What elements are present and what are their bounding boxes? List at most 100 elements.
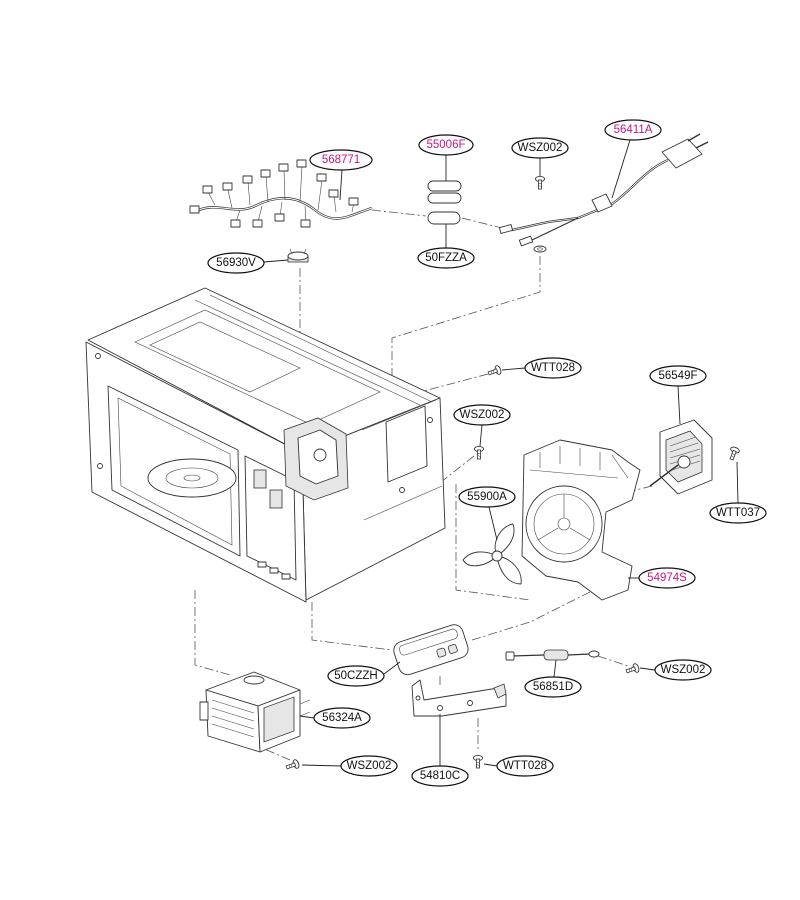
air-guide [521,439,641,601]
fan-motor [649,419,713,495]
harness-connector [252,219,263,228]
label-oval [418,134,474,156]
label-WSZ002-top: WSZ002 [511,137,569,159]
label-oval [524,357,582,379]
label-oval [511,137,569,159]
fuse-tube [427,192,462,204]
label-text: WSZ002 [661,664,706,676]
power-cord [498,133,709,253]
label-oval [327,665,385,687]
label-text: 50FZZA [425,252,467,264]
label-oval [309,149,373,171]
leader-WTT037 [736,461,739,504]
capacitor-top [399,628,458,656]
plug-body [661,138,703,169]
label-oval [638,567,696,589]
label-56324A: 56324A [313,707,371,729]
fan-blade-wing [462,551,498,567]
bracket-hole [467,700,473,706]
fan-blade-wing [494,523,515,557]
hv-capacitor [393,624,469,676]
assembly-line-harness-fuse [371,209,427,217]
label-568771: 568771 [309,149,373,171]
harness-connector [202,185,213,194]
fuse-tube [427,180,462,192]
harness-branches [207,165,355,223]
label-oval [207,252,265,274]
bracket-plate [411,679,507,717]
label-oval [340,755,398,777]
thermostat [287,248,309,263]
vent-perforation [385,405,428,483]
screw-wsz002-top [535,175,545,190]
top-panel-inner [134,309,381,425]
leader-WSZ002-mid [479,424,483,447]
leader-50CZZH [383,661,401,675]
bracket-tab [493,683,507,699]
fuses [427,180,462,225]
ground-ring-hole [537,247,543,251]
frame-hole [97,463,103,469]
fan-blade-wing [496,555,522,585]
oven-cavity [85,287,446,603]
control-slot [269,567,279,574]
cord-cable-highlight [511,159,669,231]
assembly-line-cavity-capacitor [311,602,393,651]
harness-connector [189,205,200,214]
diode-ring [588,650,600,658]
bracket-hole [415,695,421,701]
fan-hub [491,550,503,562]
label-text: 56851D [533,681,573,693]
magnetron-fins [211,699,255,738]
harness-connector [242,175,253,184]
label-oval [709,502,767,524]
fan-motor-shaft [649,464,679,487]
magnetron [199,671,311,753]
assembly-line-magnetron-screw [261,747,291,761]
turntable [147,458,237,498]
label-text: 56411A [614,124,653,136]
capacitor-terminal [436,647,447,658]
air-guide-ribs [529,446,629,479]
harness-connector [260,169,271,178]
harness-connector [278,163,289,172]
diode-terminal [505,651,515,661]
label-WSZ002-magnetron: WSZ002 [340,755,398,777]
label-55006F: 55006F [418,134,474,156]
door-opening-inner [117,397,233,546]
cord-branch [531,217,579,241]
fan-shroud-ring [525,485,603,563]
assembly-line-diode [471,591,591,641]
label-text: 50CZZH [334,670,377,682]
label-56411A: 56411A [604,119,662,141]
leader-56549F [677,385,681,425]
harness-connector [230,219,241,228]
fuse-holder [427,211,461,225]
cord-terminal [518,235,534,247]
label-text: WTT028 [503,760,547,772]
magnetron-mount [199,701,209,721]
label-text: WSZ002 [460,409,505,421]
label-WTT028-lower: WTT028 [496,755,554,777]
screw-wtt028-lower [473,754,483,769]
frame-hole [399,487,405,493]
label-text: 54974S [647,572,687,584]
label-oval [654,659,712,681]
label-56930V: 56930V [207,252,265,274]
top-panel-recess [149,321,301,393]
fan-motor-windings [669,436,701,471]
label-55900A: 55900A [458,486,516,508]
label-text: 55006F [426,139,465,151]
assembly-line-diode-screw [597,655,629,667]
label-text: 56324A [322,712,362,724]
label-oval [313,707,371,729]
right-panel-edge [361,399,443,521]
thermostat-terminals [289,248,307,255]
label-oval [458,486,516,508]
label-oval [417,247,475,269]
control-switch [269,489,283,509]
leader-56324A [299,715,315,719]
stirrer-hub [313,448,327,462]
leader-56411A [611,139,631,199]
leader-WTT028-upper [501,367,526,371]
